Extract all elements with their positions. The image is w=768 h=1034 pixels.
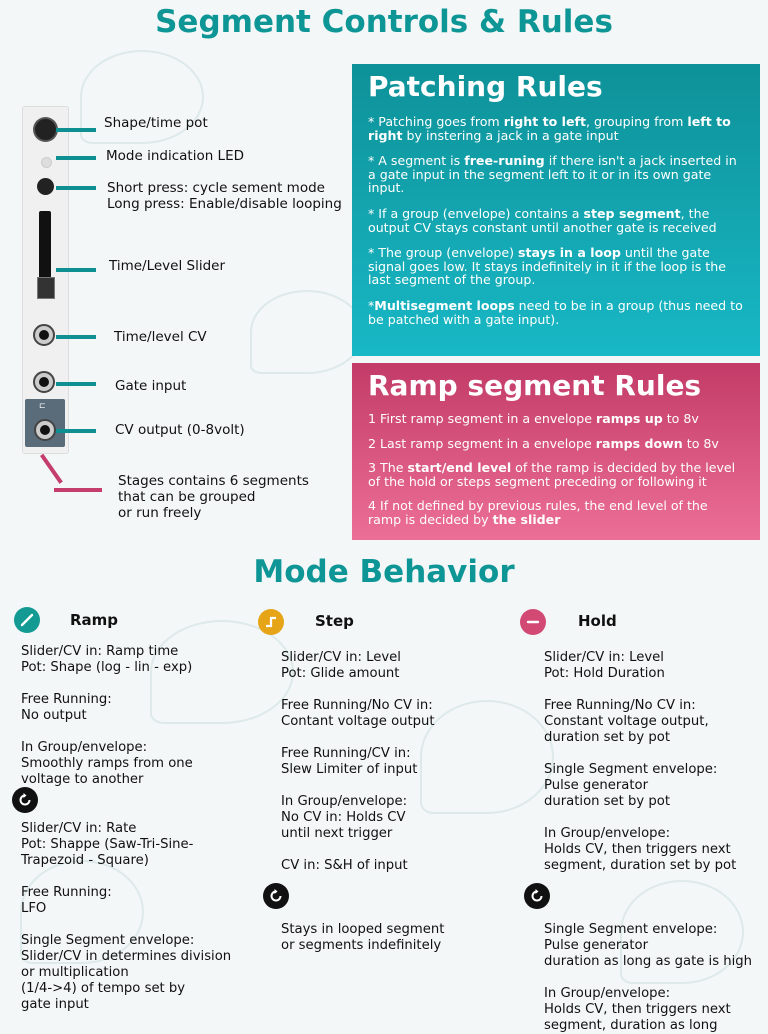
gate-input-jack: [33, 371, 55, 393]
mode-behavior-title: Mode Behavior: [253, 554, 515, 590]
step-loop-description: Stays in looped segment or segments inde…: [281, 922, 445, 953]
level-slider-cap: [37, 277, 55, 299]
background-pattern: [420, 700, 554, 814]
label-cv-out: CV output (0-8volt): [115, 422, 245, 438]
pointer-shape-pot: [56, 128, 96, 132]
shape-pot-knob: [35, 119, 56, 140]
loop-icon: [12, 787, 38, 813]
background-pattern: [80, 50, 204, 144]
ramp-rule: 3 The start/end level of the ramp is dec…: [368, 460, 736, 489]
ramp-rules-panel: Ramp segment Rules 1 First ramp segment …: [352, 363, 760, 540]
pointer-gate-in: [56, 382, 96, 386]
label-gate-in: Gate input: [115, 378, 187, 394]
ramp-loop-description: Slider/CV in: Rate Pot: Shappe (Saw-Tri-…: [21, 821, 232, 1012]
mode-led: [41, 157, 52, 168]
hold-loop-description: Single Segment envelope: Pulse generator…: [544, 922, 753, 1033]
cv-output-jack: [34, 419, 56, 441]
ramp-rules-heading: Ramp segment Rules: [368, 369, 702, 402]
patching-rule: *Multisegment loops need to be in a grou…: [368, 297, 743, 327]
ramp-rule: 2 Last ramp segment in a envelope ramps …: [368, 435, 719, 451]
pointer-cv-out: [56, 429, 96, 433]
pointer-cv-in: [56, 335, 96, 339]
patching-rule: * Patching goes from right to left, grou…: [368, 114, 731, 143]
page-title: Segment Controls & Rules: [155, 4, 613, 40]
label-shape-pot: Shape/time pot: [104, 115, 208, 131]
pointer-slider: [56, 268, 96, 272]
loop-icon: [263, 883, 289, 909]
label-stages: Stages contains 6 segments that can be g…: [118, 473, 309, 521]
mode-name-hold: Hold: [578, 612, 617, 630]
pointer-led: [56, 156, 96, 160]
output-mark: ⊏: [39, 401, 46, 410]
ramp-rule: 4 If not defined by previous rules, the …: [368, 498, 708, 527]
stages-bracket: [40, 453, 63, 484]
ramp-icon: [14, 607, 40, 633]
stages-bracket: [54, 488, 102, 492]
step-icon: [258, 609, 284, 635]
patching-rule: * The group (envelope) stays in a loop u…: [368, 245, 726, 288]
patching-rules-panel: Patching Rules * Patching goes from righ…: [352, 64, 760, 356]
background-pattern: [250, 290, 364, 374]
module-panel: ⊏: [22, 106, 69, 454]
background-pattern: [620, 880, 744, 984]
label-button: Short press: cycle sement mode Long pres…: [107, 180, 342, 212]
label-cv-in: Time/level CV: [114, 329, 207, 345]
mode-button: [37, 178, 54, 195]
background-pattern: [150, 620, 294, 724]
step-description: Slider/CV in: Level Pot: Glide amount Fr…: [281, 650, 435, 873]
hold-description: Slider/CV in: Level Pot: Hold Duration F…: [544, 650, 737, 873]
loop-icon: [524, 883, 550, 909]
patching-rule: * A segment is free-runing if there isn'…: [368, 153, 737, 196]
ramp-rule: 1 First ramp segment in a envelope ramps…: [368, 411, 699, 426]
hold-icon: [520, 609, 546, 635]
patching-rule: * If a group (envelope) contains a step …: [368, 205, 717, 235]
ramp-description: Slider/CV in: Ramp time Pot: Shape (log …: [21, 644, 193, 787]
label-mode-led: Mode indication LED: [106, 148, 244, 164]
cv-output-area: ⊏: [25, 399, 65, 447]
patching-rules-heading: Patching Rules: [368, 70, 603, 103]
pointer-button: [56, 186, 96, 190]
label-slider: Time/Level Slider: [109, 258, 226, 274]
mode-name-step: Step: [315, 612, 354, 630]
cv-input-jack: [33, 324, 55, 346]
background-pattern: [20, 860, 144, 964]
mode-name-ramp: Ramp: [70, 611, 119, 629]
